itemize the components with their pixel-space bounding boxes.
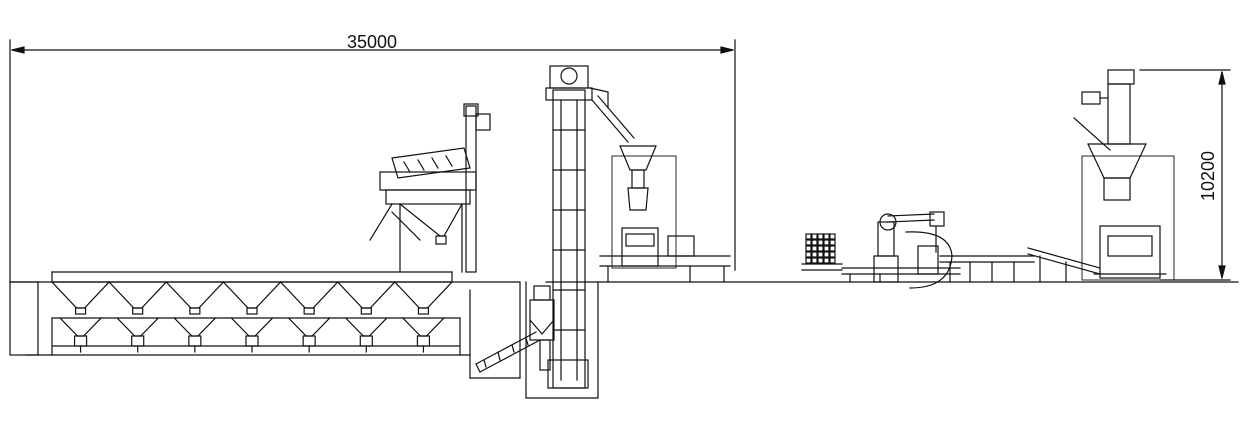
bag	[811, 257, 818, 264]
floor-line	[9, 281, 1239, 399]
bag	[829, 251, 836, 258]
batching-hoppers	[51, 271, 461, 356]
bag	[817, 233, 824, 240]
bag	[817, 245, 824, 252]
hopper-unit	[394, 281, 453, 353]
hopper-unit	[222, 281, 282, 353]
bag	[817, 257, 824, 264]
feed-conveyor	[841, 267, 961, 283]
roller-conveyor	[939, 247, 1101, 283]
bag	[805, 257, 812, 264]
bag	[805, 251, 812, 258]
hopper-unit	[108, 281, 168, 353]
bag	[805, 233, 812, 240]
screening-machine	[369, 103, 491, 273]
bag	[829, 239, 836, 246]
bag	[823, 233, 830, 240]
bag	[811, 245, 818, 252]
bag	[805, 245, 812, 252]
bag	[823, 245, 830, 252]
bag	[829, 233, 836, 240]
bucket-elevator	[545, 65, 635, 389]
length-dimension	[9, 39, 736, 283]
hopper-unit	[165, 281, 225, 353]
packing-station-2	[1073, 69, 1175, 281]
length-dimension-text: 35000	[347, 32, 397, 52]
bag	[817, 251, 824, 258]
bag-stack	[801, 233, 843, 271]
bag	[829, 245, 836, 252]
height-dimension	[1139, 69, 1231, 281]
hopper-unit	[336, 281, 396, 353]
bag	[805, 239, 812, 246]
bag	[817, 239, 824, 246]
bag	[811, 251, 818, 258]
bag	[811, 239, 818, 246]
stairs	[9, 281, 39, 356]
bag	[829, 257, 836, 264]
bag	[823, 257, 830, 264]
pit-screw-conveyor	[475, 285, 555, 373]
bag	[823, 239, 830, 246]
height-dimension-text: 10200	[1198, 151, 1218, 201]
palletizing-robot	[873, 211, 953, 289]
bag	[823, 251, 830, 258]
hopper-unit	[279, 281, 339, 353]
bag	[811, 233, 818, 240]
hopper-unit	[51, 281, 110, 353]
packing-station-1	[599, 145, 731, 283]
